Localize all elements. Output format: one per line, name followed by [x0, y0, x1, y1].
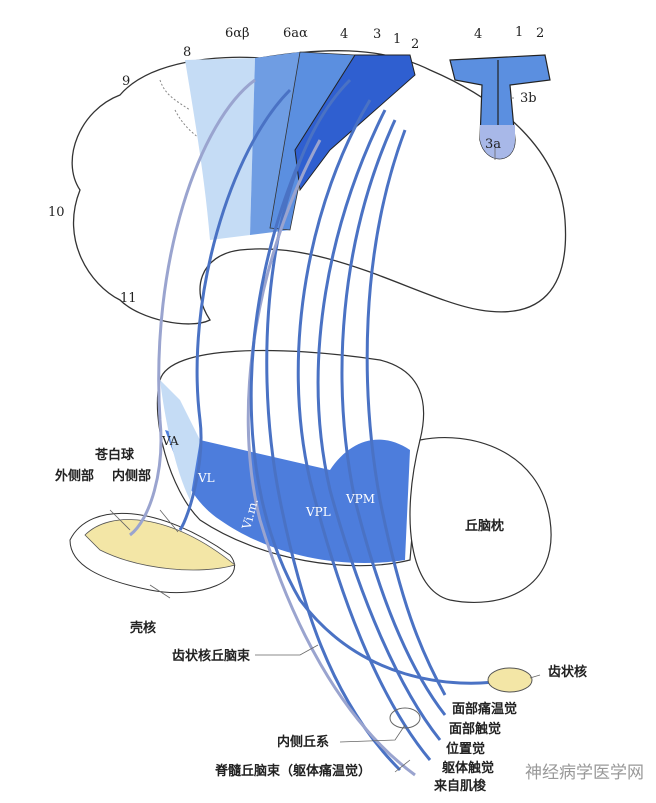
medial-lemniscus-loop: [389, 707, 421, 729]
label-putamen: 壳核: [129, 620, 156, 636]
label-vpl: VPL: [305, 505, 331, 519]
inset-label-3b: 3b: [520, 91, 537, 106]
globus-pallidus-region: [84, 519, 236, 571]
fiber-vl: [178, 88, 292, 531]
label-globus-pallidus: 苍白球: [94, 447, 135, 463]
label-area-6ab: 6αβ: [225, 26, 250, 41]
area-6ab-region: [185, 58, 255, 240]
inset-label-3a: 3a: [485, 137, 501, 152]
fiber-5: [365, 129, 447, 696]
label-spinothalamic-tract: 脊髓丘脑束（躯体痛温觉）: [214, 763, 371, 779]
fiber-vim: [246, 139, 416, 777]
label-face-pain-temp: 面部痛温觉: [452, 701, 517, 717]
inset-label-1: 1: [515, 25, 523, 40]
dentatothalamic-fiber: [249, 159, 511, 685]
label-area-2: 2: [411, 37, 419, 52]
label-medial-lemniscus: 内侧丘系: [277, 734, 329, 750]
pulvinar-outline: [409, 437, 552, 603]
label-pulvinar: 丘脑枕: [465, 518, 504, 534]
fiber-4: [340, 119, 447, 716]
fiber-2: [296, 99, 432, 761]
leader-lines: [109, 97, 541, 773]
va-nucleus-region: [160, 380, 200, 500]
label-area-4: 4: [340, 27, 348, 42]
label-dentatothalamic-tract: 齿状核丘脑束: [172, 648, 251, 664]
label-muscle-spindle: 来自肌梭: [433, 778, 487, 794]
label-area-6aa: 6aα: [283, 26, 308, 41]
inset-postcentral-block: [449, 54, 551, 160]
label-medial-part: 内侧部: [112, 468, 151, 484]
label-dentate-nucleus: 齿状核: [548, 664, 587, 680]
label-area-10: 10: [48, 205, 65, 220]
area-123-region: [294, 54, 416, 192]
label-face-touch: 面部触觉: [449, 721, 501, 737]
label-body-touch: 躯体触觉: [441, 760, 494, 776]
inset-label-2: 2: [536, 26, 544, 41]
label-area-9: 9: [122, 74, 130, 89]
watermark: 神经病学医学网: [525, 763, 644, 783]
label-area-3: 3: [373, 27, 381, 42]
label-area-8: 8: [183, 45, 191, 60]
label-vpm: VPM: [345, 492, 375, 506]
label-vl: VL: [197, 471, 215, 485]
label-va: VA: [161, 434, 179, 448]
label-position-sense: 位置觉: [446, 741, 485, 757]
inset-label-4: 4: [474, 27, 482, 42]
label-area-1: 1: [393, 32, 401, 47]
label-area-11: 11: [120, 291, 137, 306]
dentate-nucleus-shape: [487, 667, 533, 693]
label-lateral-part: 外侧部: [54, 468, 94, 484]
fiber-3: [316, 109, 442, 741]
pallidothalamic-fiber: [129, 78, 256, 537]
